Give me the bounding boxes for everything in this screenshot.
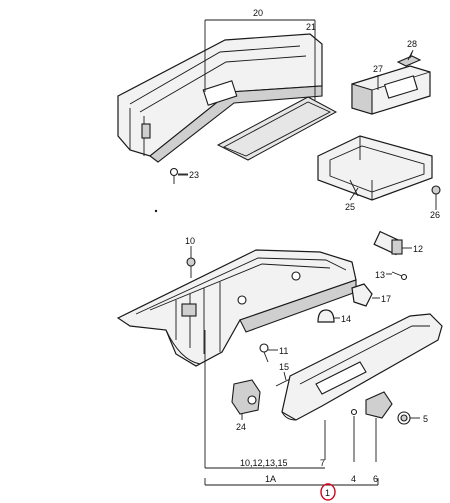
callout-23: 23 bbox=[189, 170, 199, 180]
callout-21: 21 bbox=[306, 22, 316, 32]
glovebox-housing-upper bbox=[117, 33, 323, 163]
highlight-circle bbox=[320, 483, 336, 501]
callout-5: 5 bbox=[423, 414, 428, 424]
callout-24: 24 bbox=[236, 422, 246, 432]
clip-10 bbox=[186, 257, 196, 278]
screw-11 bbox=[259, 343, 269, 363]
glovebox-main-body bbox=[116, 249, 357, 367]
callout-10: 10 bbox=[185, 236, 195, 246]
callout-11: 11 bbox=[279, 346, 288, 356]
callout-4: 4 bbox=[351, 474, 356, 484]
bracket-frame-25 bbox=[317, 135, 433, 201]
callout-15: 15 bbox=[279, 362, 289, 372]
callout-7: 7 bbox=[320, 458, 325, 468]
liner-mat bbox=[216, 96, 338, 161]
screw-4 bbox=[350, 408, 358, 416]
screw-13 bbox=[391, 271, 408, 281]
callout-1: 1 bbox=[325, 488, 330, 498]
lock-12 bbox=[373, 230, 403, 256]
speck-dot bbox=[154, 209, 158, 213]
callout-25: 25 bbox=[345, 202, 355, 212]
buffer-14 bbox=[317, 309, 335, 323]
screw-26 bbox=[431, 185, 441, 204]
callout-26: 26 bbox=[430, 210, 440, 220]
callout-13: 13 bbox=[375, 270, 385, 280]
callout-group: 10,12,13,15 bbox=[240, 458, 288, 468]
leader-lines bbox=[178, 19, 437, 486]
clip-28 bbox=[396, 51, 422, 67]
callout-1a: 1A bbox=[265, 474, 276, 484]
callout-28: 28 bbox=[407, 39, 417, 49]
switch-24 bbox=[231, 379, 261, 415]
callout-12: 12 bbox=[413, 244, 423, 254]
screw-23 bbox=[169, 167, 188, 184]
latch-6 bbox=[365, 391, 393, 419]
callout-17: 17 bbox=[381, 294, 391, 304]
button-5 bbox=[397, 411, 411, 425]
callout-20: 20 bbox=[253, 8, 263, 18]
callout-6: 6 bbox=[373, 474, 378, 484]
bracket-17 bbox=[351, 283, 373, 307]
callout-14: 14 bbox=[341, 314, 351, 324]
callout-labels: 20 21 23 27 28 25 26 10 12 13 17 14 11 1… bbox=[185, 8, 440, 498]
lid-7 bbox=[281, 313, 443, 421]
callout-27: 27 bbox=[373, 64, 383, 74]
drawer-insert-27 bbox=[351, 65, 431, 115]
